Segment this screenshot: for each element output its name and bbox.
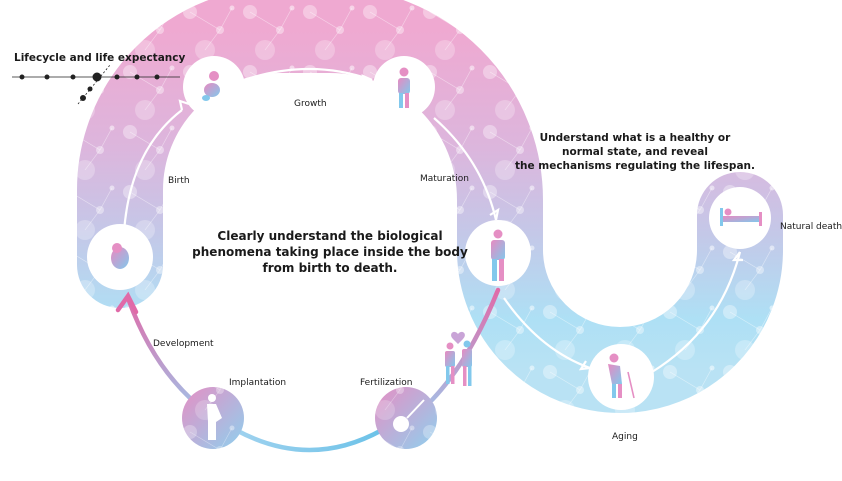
flow-arrows (122, 67, 743, 373)
right-line-3: the mechanisms regulating the lifespan. (514, 160, 755, 172)
stage-circle-natural-death (709, 187, 771, 249)
center-line-2: phenomena taking place inside the body (192, 245, 468, 259)
label-implantation: Implantation (229, 378, 287, 388)
right-line-1: Understand what is a healthy or (539, 132, 731, 144)
right-statement: Understand what is a healthy or normal s… (510, 131, 760, 173)
label-aging: Aging (612, 432, 638, 442)
label-growth: Growth (294, 99, 327, 109)
label-natural-death: Natural death (780, 222, 842, 232)
title-decoration (12, 64, 180, 105)
center-line-1: Clearly understand the biological (217, 229, 443, 243)
page-title: Lifecycle and life expectancy (14, 52, 186, 64)
baby-icon (202, 71, 220, 101)
development-arcs (115, 287, 501, 453)
couple-icon (445, 331, 472, 386)
bed-icon (720, 208, 762, 226)
child-icon (398, 67, 410, 108)
stage-circle-fetus (87, 224, 153, 290)
stage-circle-birth (183, 56, 245, 118)
sperm-icon (393, 399, 425, 432)
elderly-icon (608, 353, 635, 399)
label-fertilization: Fertilization (360, 378, 413, 388)
right-line-2: normal state, and reveal (562, 146, 708, 158)
stage-circle-implantation (182, 387, 244, 449)
stage-circle-growth (373, 56, 435, 118)
adult-icon (491, 229, 505, 281)
stage-circle-maturation (465, 220, 531, 286)
stage-circle-aging (588, 344, 654, 410)
fetus-icon (111, 243, 129, 269)
stage-circle-fertilization (375, 387, 437, 449)
center-statement: Clearly understand the biological phenom… (190, 228, 470, 276)
label-birth: Birth (168, 176, 190, 186)
center-line-3: from birth to death. (262, 261, 398, 275)
label-maturation: Maturation (420, 174, 469, 184)
label-development: Development (153, 339, 214, 349)
pregnant-icon (207, 394, 222, 440)
